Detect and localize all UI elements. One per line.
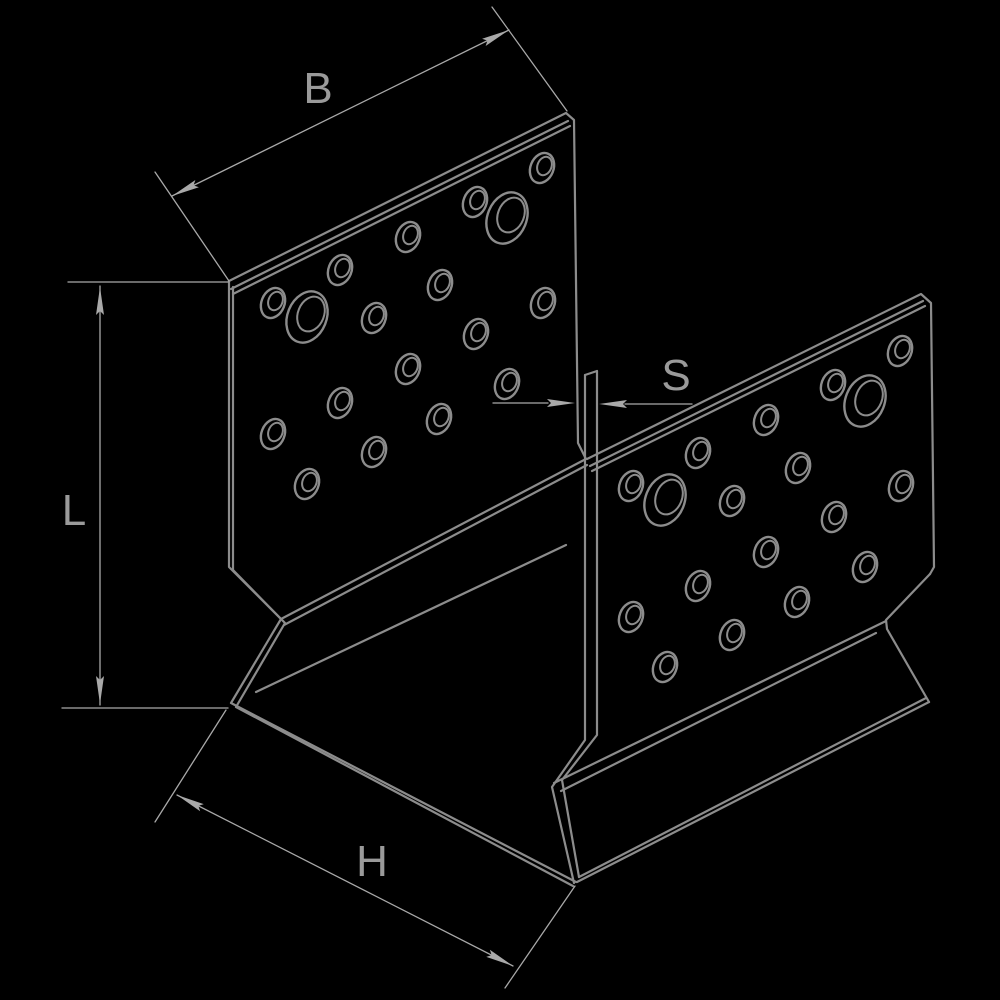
nail-hole — [651, 650, 679, 684]
nail-hole — [625, 604, 642, 626]
nail-hole — [692, 573, 709, 595]
nail-hole — [718, 484, 746, 518]
nail-hole — [425, 402, 453, 436]
nail-hole — [537, 290, 554, 312]
nail-hole — [461, 185, 489, 219]
nail-hole — [886, 334, 914, 368]
nail-hole — [462, 317, 490, 351]
nail-hole — [469, 189, 486, 211]
nail-hole — [617, 469, 645, 503]
dimension-l: L — [61, 281, 229, 709]
nail-hole — [529, 286, 557, 320]
nail-hole — [259, 417, 287, 451]
nail-hole — [470, 321, 487, 343]
nail-hole — [285, 290, 329, 344]
nail-hole — [791, 589, 808, 611]
nail-hole — [760, 539, 777, 561]
nail-hole — [692, 440, 709, 462]
nail-hole — [625, 473, 642, 495]
right-plate — [550, 292, 936, 885]
dimension-h: H — [154, 709, 576, 989]
nail-hole — [394, 220, 422, 254]
nail-hole — [843, 374, 887, 428]
nail-hole — [426, 268, 454, 302]
dimension-label-s: S — [661, 351, 690, 400]
nail-hole — [820, 500, 848, 534]
nail-hole — [296, 295, 326, 333]
nail-hole — [394, 352, 422, 386]
nail-hole — [654, 478, 684, 516]
nail-hole — [819, 368, 847, 402]
nail-hole — [528, 151, 556, 185]
nail-hole — [887, 469, 915, 503]
nail-hole — [360, 301, 388, 335]
nail-hole — [643, 473, 687, 527]
nail-hole — [617, 600, 645, 634]
nail-hole — [783, 585, 811, 619]
nail-hole — [493, 367, 521, 401]
nail-hole — [760, 407, 777, 429]
nail-hole — [368, 439, 385, 461]
nail-hole — [485, 191, 529, 245]
nail-hole — [301, 471, 318, 493]
nail-hole — [293, 467, 321, 501]
dimension-label-h: H — [356, 837, 388, 886]
nail-hole — [752, 535, 780, 569]
nail-hole — [433, 406, 450, 428]
nail-hole — [684, 436, 712, 470]
left-plate — [227, 111, 589, 888]
dimension-label-l: L — [62, 486, 86, 535]
nail-hole — [267, 421, 284, 443]
nail-hole — [726, 488, 743, 510]
nail-hole — [402, 224, 419, 246]
nail-hole — [434, 272, 451, 294]
nail-hole — [334, 390, 351, 412]
nail-hole — [368, 305, 385, 327]
dimension-s: S — [492, 351, 693, 408]
nail-hole — [326, 253, 354, 287]
nail-hole — [827, 372, 844, 394]
nail-hole — [726, 622, 743, 644]
nail-hole — [854, 379, 884, 417]
nail-hole — [859, 554, 876, 576]
nail-hole — [659, 654, 676, 676]
nail-hole — [259, 286, 287, 320]
nail-hole — [784, 451, 812, 485]
nail-hole — [851, 550, 879, 584]
nail-hole — [536, 155, 553, 177]
nail-hole — [501, 371, 518, 393]
nail-hole — [894, 338, 911, 360]
nail-hole — [360, 435, 388, 469]
nail-hole — [792, 455, 809, 477]
nail-hole — [402, 356, 419, 378]
nail-hole — [895, 473, 912, 495]
nail-holes — [259, 151, 915, 684]
dimension-label-b: B — [303, 64, 332, 113]
nail-hole — [684, 569, 712, 603]
nail-hole — [326, 386, 354, 420]
nail-hole — [334, 257, 351, 279]
nail-hole — [828, 504, 845, 526]
nail-hole — [752, 403, 780, 437]
nail-hole — [267, 290, 284, 312]
dimension-b: B — [154, 6, 568, 282]
nail-hole — [496, 196, 526, 234]
nail-hole — [718, 618, 746, 652]
